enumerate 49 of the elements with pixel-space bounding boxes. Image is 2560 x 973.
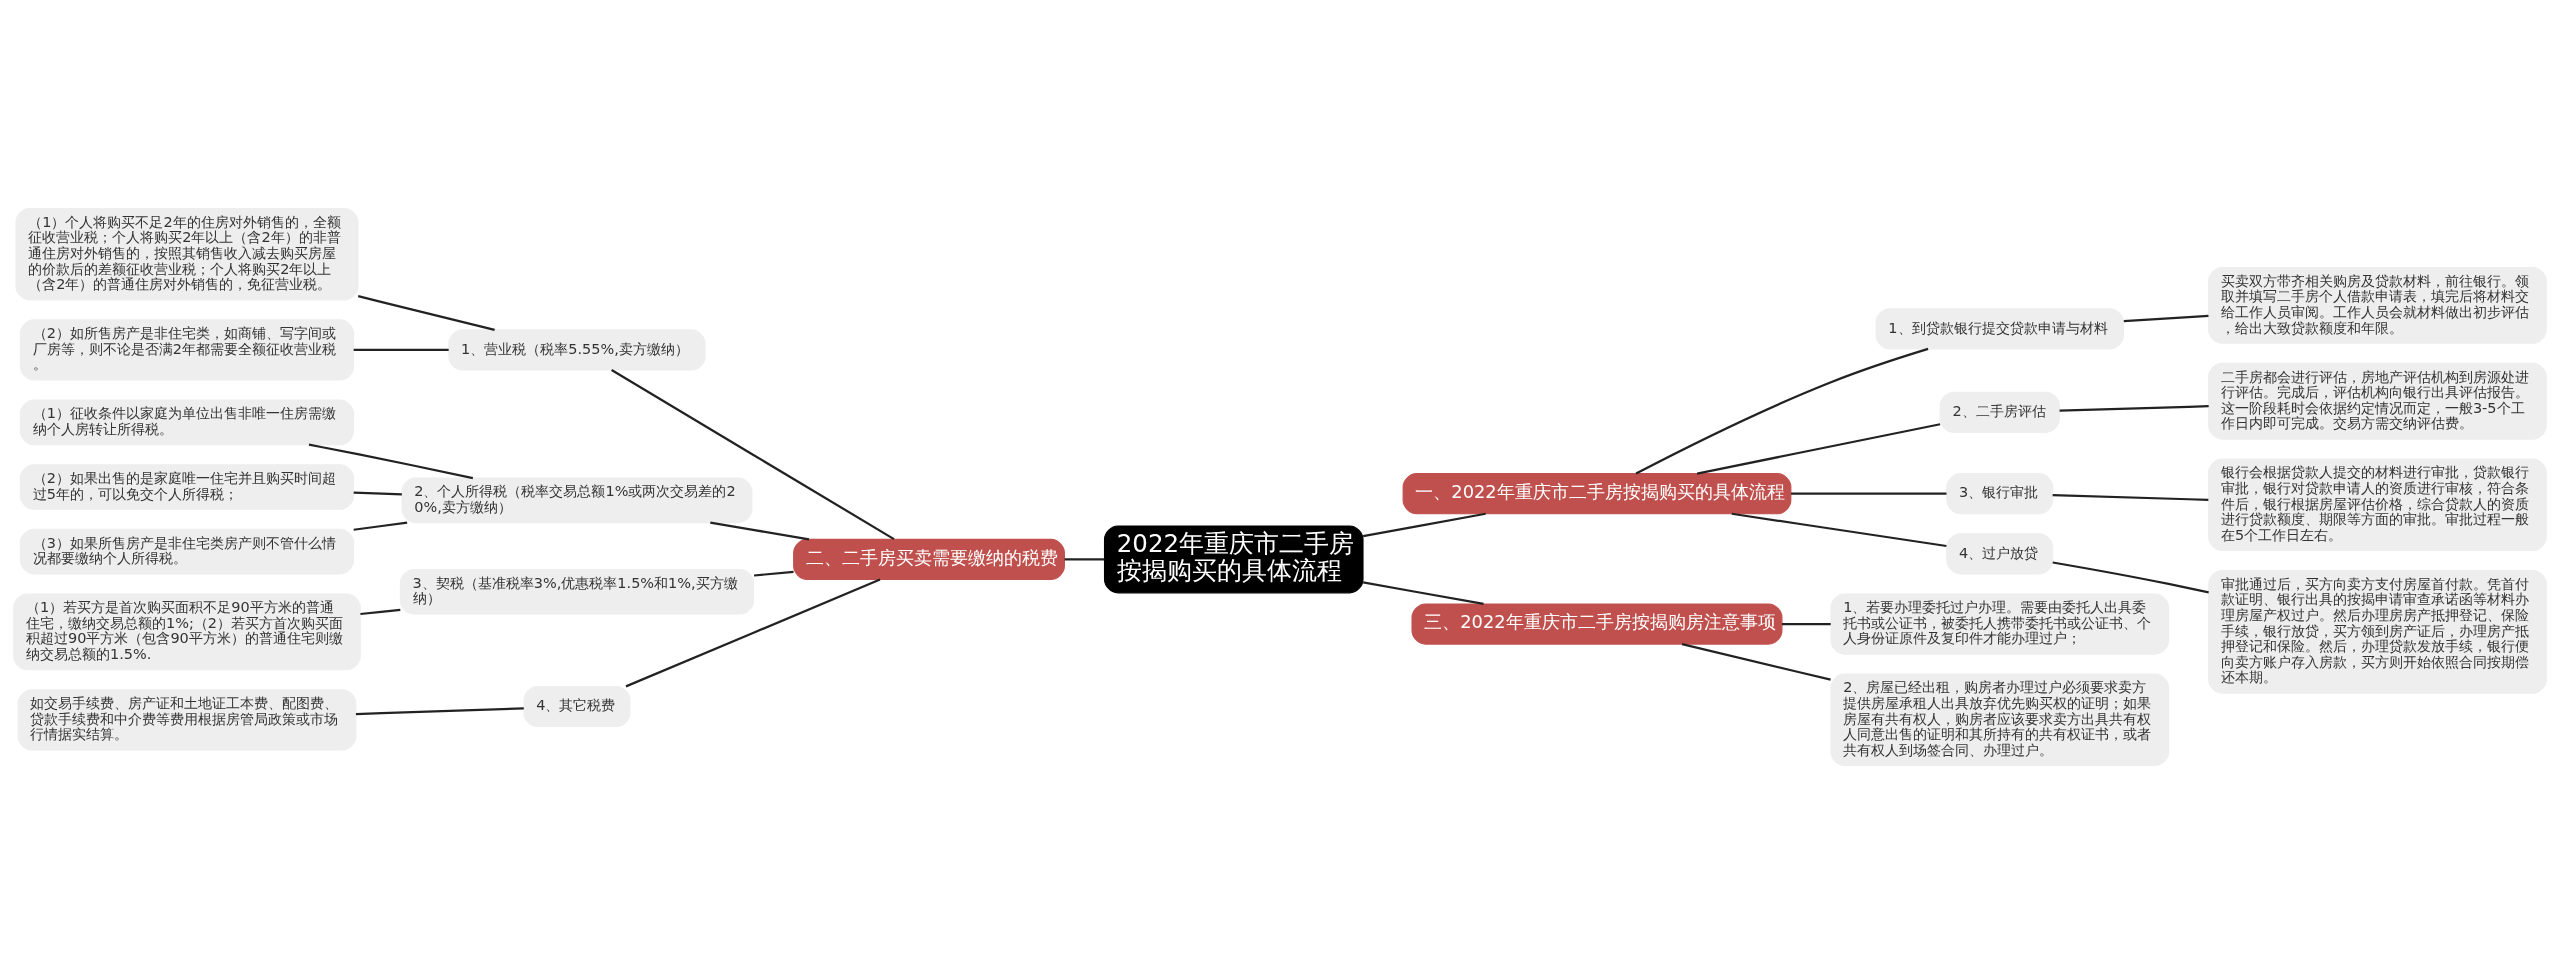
connector [2123, 314, 2209, 322]
connector [710, 521, 810, 540]
node-box: 三、2022年重庆市二手房按揭购房注意事项 [1411, 602, 1783, 645]
node-box: 如交易手续费、房产证和土地证工本费、配图费、贷款手续费和中介费等费用根据房管局政策或市场行情据实结算。 [17, 688, 357, 750]
node-box: 审批通过后，买方向卖方支付房屋首付款。凭首付款证明、银行出具的按揭申请审查承诺函等材料办理房屋产权过户。然后办理房房产抵押登记、保险手续，银行放贷，买方领到房产证后，办理房产抵押登记和保险。然后，办理贷款发放手续，银行便向卖方账户存入房款，买方则开始依照合同按期偿还本期。 [2208, 569, 2547, 694]
node-box: 2022年重庆市二手房按揭购买的具体流程 [1103, 524, 1364, 593]
node-box: 一、2022年重庆市二手房按揭购买的具体流程 [1402, 472, 1792, 514]
node-box: 4、过户放贷 [1946, 532, 2054, 574]
connector [1362, 580, 1484, 605]
node-box: （2）如所售房产是非住宅类，如商铺、写字间或厂房等，则不论是否满2年都需要全额征收营业税。 [19, 318, 355, 381]
connector [2052, 560, 2209, 594]
connector [1362, 512, 1486, 537]
node-box: （1）若买方是首次购买面积不足90平方米的普通住宅，缴纳交易总额的1%;（2）若买方首次购买面积超过90平方米（包含90平方米）的普通住宅则缴纳交易总额的1.5%. [13, 592, 361, 670]
connector [360, 608, 401, 615]
node-box: 1、到贷款银行提交贷款申请与材料 [1875, 307, 2124, 349]
node-box: 2、房屋已经出租，购房者办理过户必须要求卖方提供房屋承租人出具放弃优先购买权的证明；如果房屋有共有权人，购房者应该要求卖方出具共有权人同意出售的证明和其所持有的共有权证书，或者共有权人到场签合同、办理过户。 [1830, 673, 2170, 766]
connector [1681, 642, 1831, 681]
connector [753, 570, 794, 577]
node-box: 银行会根据贷款人提交的材料进行审批，贷款银行审批，银行对贷款申请人的资质进行审核，符合条件后，银行根据房屋评估价格，综合贷款人的资质进行贷款额度、期限等方面的审批。审批过程一般在5个工作日左右。 [2208, 458, 2547, 551]
node-box: 2、二手房评估 [1939, 391, 2060, 433]
connector [625, 578, 881, 687]
node-box: 二、二手房买卖需要缴纳的税费 [793, 538, 1065, 580]
connector [1064, 557, 1105, 561]
connector [2059, 404, 2209, 412]
node-box: （2）如果出售的是家庭唯一住宅并且购买时间超过5年的，可以免交个人所得税； [19, 463, 355, 510]
connector [2052, 493, 2209, 501]
connector [353, 491, 402, 495]
node-box: 1、营业税（税率5.55%,卖方缴纳） [448, 328, 706, 371]
node-box: 买卖双方带齐相关购房及贷款材料，前往银行。领取并填写二手房个人借款申请表，填完后将材料交给工作人员审阅。工作人员会就材料做出初步评估，给出大致贷款额度和年限。 [2208, 266, 2547, 344]
node-box: 二手房都会进行评估，房地产评估机构到房源处进行评估。完成后，评估机构向银行出具评估报告。这一阶段耗时会依据约定情况而定，一般3-5个工作日内即可完成。交易方需交纳评估费。 [2208, 362, 2547, 440]
connector [1635, 347, 1929, 474]
connector [1791, 492, 1947, 495]
connector [353, 521, 408, 531]
connector [1781, 622, 1831, 625]
node-box: 1、若要办理委托过户办理。需要由委托人出具委托书或公证书，被委托人携带委托书或公证书、个人身份证原件及复印件才能办理过户； [1830, 592, 2170, 655]
node-box: 2、个人所得税（税率交易总额1%或两次交易差的20%,卖方缴纳） [401, 477, 753, 523]
node-box: （3）如果所售房产是非住宅类房产则不管什么情况都要缴纳个人所得税。 [19, 528, 355, 574]
connector [355, 706, 524, 715]
node-box: 4、其它税费 [523, 685, 631, 727]
node-box: （1）征收条件以家庭为单位出售非唯一住房需缴纳个人房转让所得税。 [19, 399, 355, 445]
connector [1696, 422, 1941, 475]
connector [308, 443, 474, 479]
node-box: （1）个人将购买不足2年的住房对外销售的，全额征收营业税；个人将购买2年以上（含2年）的非普通住房对外销售的，按照其销售收入减去购买房屋的价款后的差额征收营业税；个人将购买2年以上（含2年）的普通住房对外销售的，免征营业税。 [15, 207, 359, 300]
node-box: 3、银行审批 [1946, 472, 2054, 514]
connector [357, 294, 495, 331]
connector [353, 348, 449, 351]
node-box: 3、契税（基准税率3%,优惠税率1.5%和1%,买方缴纳） [399, 568, 755, 615]
connector [611, 368, 895, 540]
connector [1731, 512, 1947, 547]
